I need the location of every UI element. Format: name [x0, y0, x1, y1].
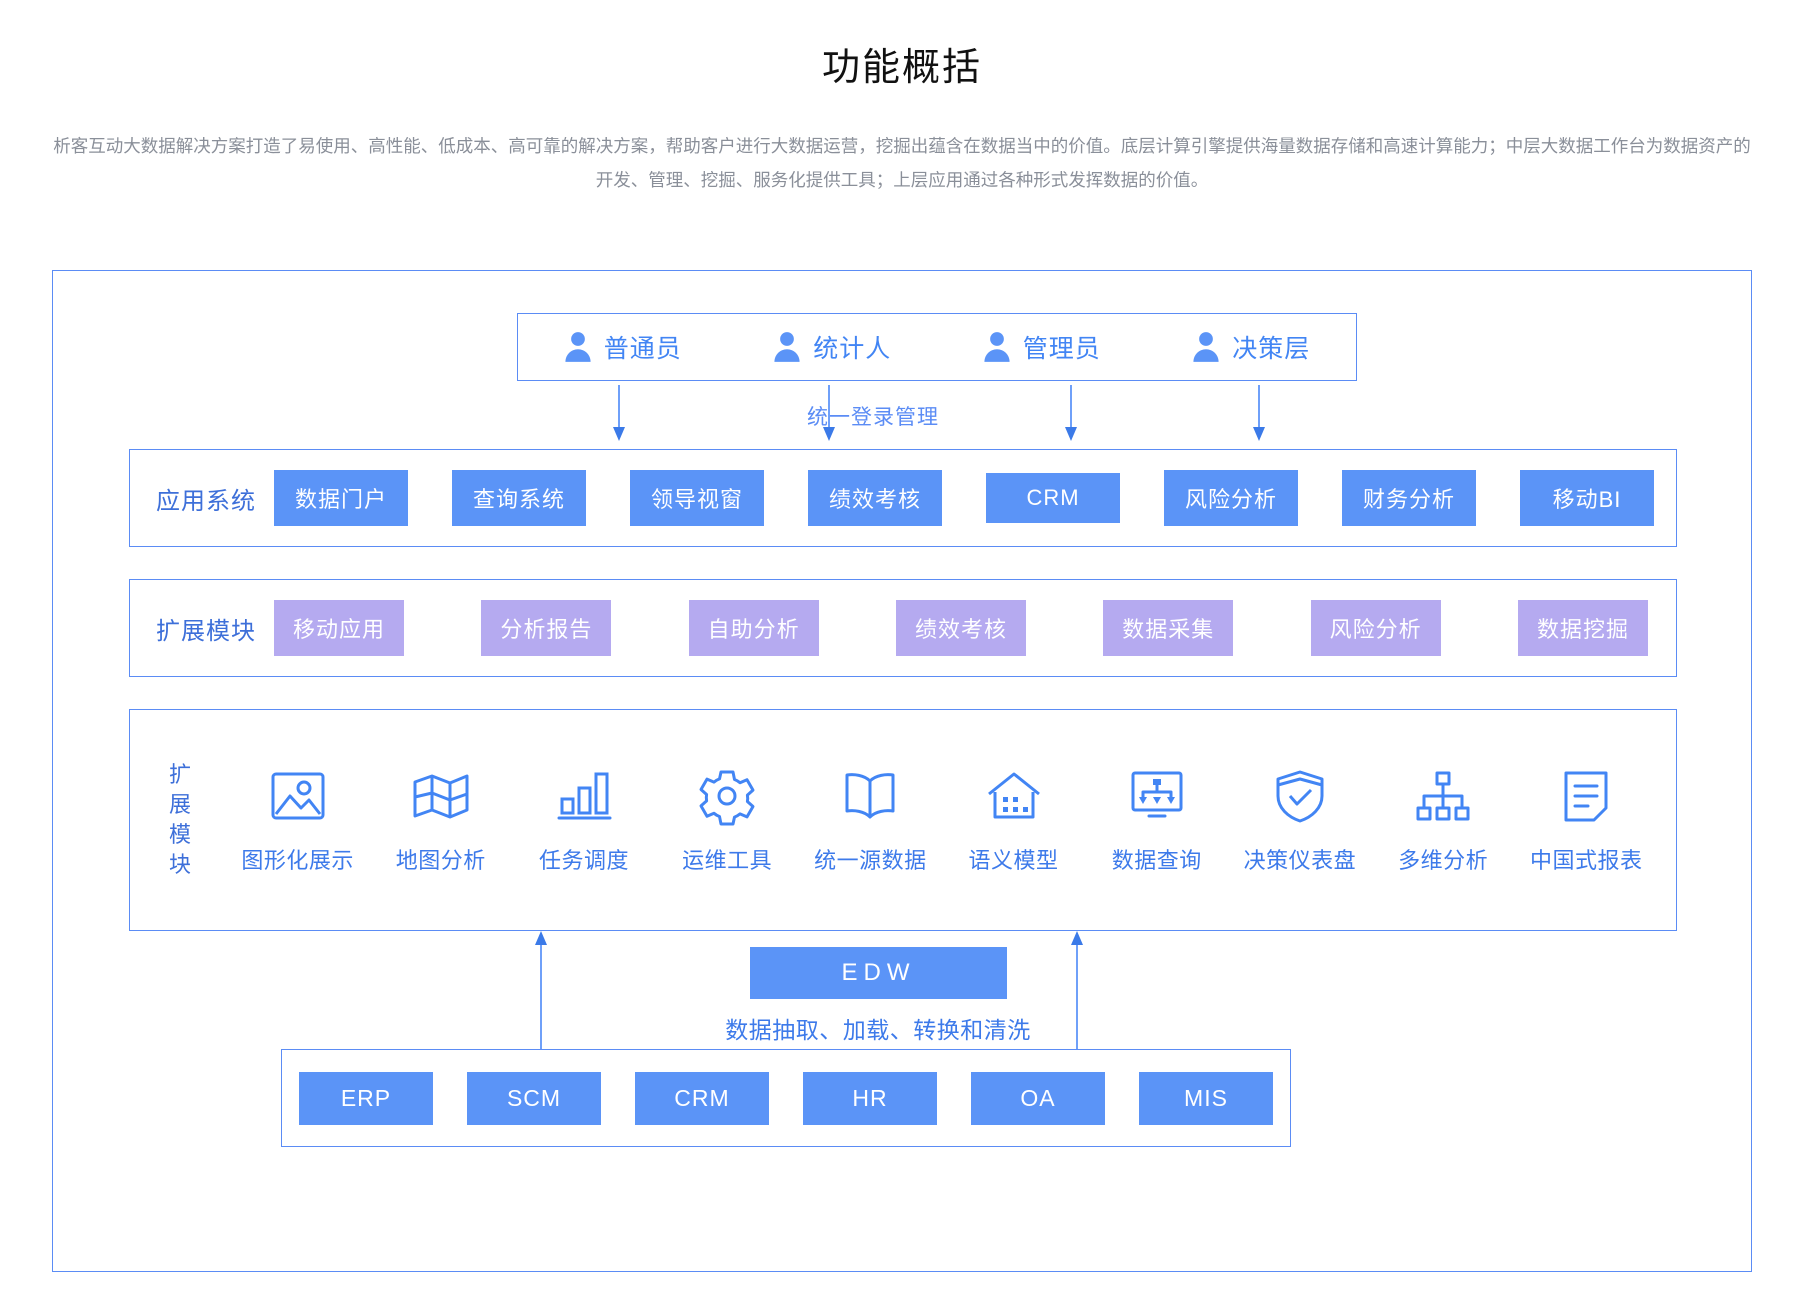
- capability-label: 图形化展示: [241, 848, 354, 873]
- title-char: 扩: [168, 762, 191, 787]
- arrow-down-icon: [613, 385, 625, 441]
- architecture-diagram-frame: 普通员 统计人 管理员 决策层 统一登录管理 应用系统: [52, 270, 1752, 1272]
- shield-check-icon: [1270, 765, 1330, 827]
- app-system-chip[interactable]: 风险分析: [1164, 470, 1298, 526]
- source-system-chip[interactable]: ERP: [299, 1071, 433, 1125]
- capability-item[interactable]: 任务调度: [518, 765, 650, 875]
- extension-module-chip[interactable]: 移动应用: [274, 600, 404, 656]
- app-system-chip[interactable]: 财务分析: [1342, 470, 1476, 526]
- role-item[interactable]: 决策层: [1192, 329, 1310, 365]
- role-label: 普通员: [603, 335, 682, 363]
- capability-label: 运维工具: [682, 848, 773, 873]
- source-system-chip[interactable]: HR: [803, 1071, 937, 1125]
- capability-item[interactable]: 统一源数据: [804, 765, 936, 875]
- capability-label: 语义模型: [968, 848, 1059, 873]
- extension-capabilities-title: 扩 展 模 块: [152, 760, 208, 880]
- capability-label: 中国式报表: [1530, 848, 1643, 873]
- map-icon: [411, 765, 471, 827]
- app-system-chip[interactable]: 绩效考核: [808, 470, 942, 526]
- extension-modules-title: 扩展模块: [156, 617, 256, 645]
- capability-item[interactable]: 决策仪表盘: [1234, 765, 1366, 875]
- application-systems-chips: 数据门户 查询系统 领导视窗 绩效考核 CRM 风险分析 财务分析 移动BI: [274, 470, 1676, 526]
- capability-label: 任务调度: [538, 848, 629, 873]
- role-item[interactable]: 管理员: [983, 329, 1101, 365]
- capability-item[interactable]: 图形化展示: [232, 765, 364, 875]
- capability-label: 地图分析: [395, 848, 486, 873]
- role-label: 决策层: [1232, 335, 1311, 363]
- capability-item[interactable]: 运维工具: [661, 765, 793, 875]
- extension-module-chip[interactable]: 绩效考核: [895, 600, 1026, 656]
- unified-login-label: 统一登录管理: [807, 406, 939, 429]
- app-system-chip[interactable]: 查询系统: [452, 470, 586, 526]
- arrow-up-icon: [1071, 931, 1083, 1049]
- app-system-chip[interactable]: CRM: [986, 473, 1120, 523]
- document-icon: [1556, 765, 1616, 827]
- role-item[interactable]: 统计人: [773, 329, 891, 365]
- extension-modules-chips: 移动应用 分析报告 自助分析 绩效考核 数据采集 风险分析 数据挖掘: [274, 600, 1676, 656]
- source-system-chip[interactable]: OA: [971, 1071, 1105, 1125]
- role-label: 管理员: [1022, 335, 1101, 363]
- arrow-down-icon: [1065, 385, 1077, 441]
- arrow-up-icon: [535, 931, 547, 1049]
- role-label: 统计人: [813, 335, 892, 363]
- page-description: 析客互动大数据解决方案打造了易使用、高性能、低成本、高可靠的解决方案，帮助客户进…: [53, 136, 1751, 190]
- title-char: 块: [168, 852, 191, 877]
- user-icon: [983, 331, 1011, 363]
- roles-bar: 普通员 统计人 管理员 决策层: [517, 313, 1357, 381]
- capability-item[interactable]: 地图分析: [375, 765, 507, 875]
- image-icon: [268, 765, 328, 827]
- capability-item[interactable]: 中国式报表: [1520, 765, 1652, 875]
- capability-label: 统一源数据: [814, 848, 927, 873]
- extension-module-chip[interactable]: 自助分析: [688, 600, 819, 656]
- login-arrows-group: 统一登录管理: [517, 381, 1357, 449]
- capability-item[interactable]: 语义模型: [948, 765, 1080, 875]
- app-system-chip[interactable]: 移动BI: [1520, 470, 1654, 526]
- capability-label: 数据查询: [1111, 848, 1202, 873]
- extension-module-chip[interactable]: 数据挖掘: [1517, 600, 1648, 656]
- edw-box[interactable]: EDW: [750, 947, 1007, 999]
- monitor-flow-icon: [1127, 765, 1187, 827]
- arrow-down-icon: [823, 385, 835, 441]
- capability-label: 多维分析: [1398, 848, 1489, 873]
- edw-caption: 数据抽取、加载、转换和清洗: [725, 1017, 1031, 1043]
- source-system-chip[interactable]: MIS: [1139, 1071, 1273, 1125]
- user-icon: [564, 331, 592, 363]
- extension-module-chip[interactable]: 分析报告: [481, 600, 612, 656]
- application-systems-title: 应用系统: [156, 487, 256, 515]
- application-systems-row: 应用系统 数据门户 查询系统 领导视窗 绩效考核 CRM 风险分析 财务分析 移…: [129, 449, 1677, 547]
- capability-item[interactable]: 数据查询: [1091, 765, 1223, 875]
- source-system-chip[interactable]: SCM: [467, 1071, 601, 1125]
- gear-icon: [697, 765, 757, 827]
- arrow-down-icon: [1253, 385, 1265, 441]
- capability-item[interactable]: 多维分析: [1377, 765, 1509, 875]
- user-icon: [773, 331, 801, 363]
- extension-module-chip[interactable]: 风险分析: [1310, 600, 1441, 656]
- house-icon: [984, 765, 1044, 827]
- source-system-chip[interactable]: CRM: [635, 1071, 769, 1125]
- role-item[interactable]: 普通员: [564, 329, 682, 365]
- app-system-chip[interactable]: 领导视窗: [630, 470, 764, 526]
- user-icon: [1192, 331, 1220, 363]
- bar-chart-icon: [554, 765, 614, 827]
- title-char: 展: [168, 792, 191, 817]
- capability-label: 决策仪表盘: [1243, 848, 1357, 873]
- extension-module-chip[interactable]: 数据采集: [1103, 600, 1234, 656]
- app-system-chip[interactable]: 数据门户: [274, 470, 408, 526]
- title-char: 模: [168, 822, 191, 847]
- extension-modules-row: 扩展模块 移动应用 分析报告 自助分析 绩效考核 数据采集 风险分析 数据挖掘: [129, 579, 1677, 677]
- page-title: 功能概括: [821, 47, 982, 89]
- hierarchy-icon: [1413, 765, 1473, 827]
- source-systems-box: ERP SCM CRM HR OA MIS: [281, 1049, 1291, 1147]
- extension-capabilities-panel: 扩 展 模 块 图形化展示: [129, 709, 1677, 931]
- book-icon: [840, 765, 900, 827]
- capability-icon-grid: 图形化展示 地图分析: [208, 765, 1676, 875]
